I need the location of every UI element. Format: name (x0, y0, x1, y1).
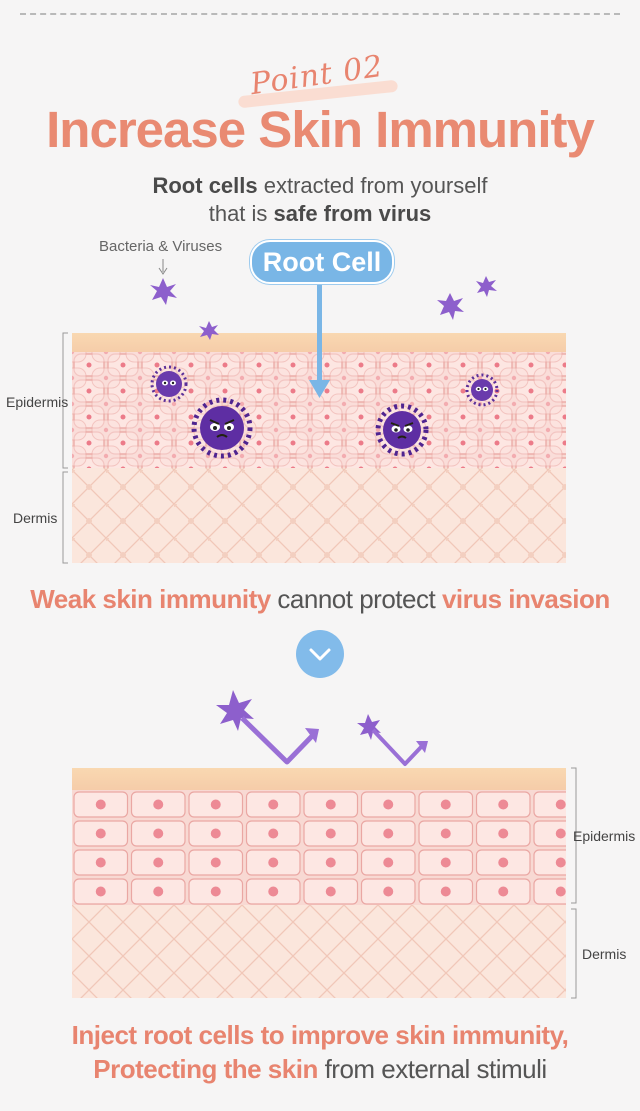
virus-character-icon (150, 365, 499, 459)
epidermis-label-bottom: Epidermis (573, 828, 636, 844)
caption2-line2-bold: Protecting the skin (93, 1054, 318, 1084)
virus-star-icon (150, 276, 497, 340)
dermis-label-top: Dermis (13, 510, 58, 526)
subtitle-bold-2: safe from virus (273, 201, 432, 226)
chevron-down-icon (309, 648, 331, 661)
dermis-label-bottom: Dermis (582, 946, 627, 962)
bacteria-label: Bacteria & Viruses (99, 238, 223, 255)
subtitle: Root cells extracted from yourself that … (0, 172, 640, 228)
epidermis-bracket-right (571, 767, 577, 999)
top-dashed-divider (20, 13, 620, 15)
subtitle-bold-1: Root cells (152, 173, 258, 198)
root-cell-label: Root Cell (250, 240, 394, 284)
caption2-line2-rest: from external stimuli (317, 1054, 548, 1084)
root-cell-arrow (309, 278, 330, 398)
caption1-part3: virus invasion (441, 584, 610, 614)
page-title: Increase Skin Immunity (46, 101, 595, 158)
caption-inject-root-cells: Inject root cells to improve skin immuni… (0, 1018, 640, 1086)
bacteria-pointer-arrow (158, 259, 168, 275)
caption2-line1: Inject root cells to improve skin immuni… (71, 1020, 569, 1050)
epidermis-label-top: Epidermis (6, 394, 69, 410)
subtitle-text-2: that is (208, 201, 274, 226)
subtitle-text-1: extracted from yourself (257, 173, 488, 198)
caption-weak-immunity: Weak skin immunity cannot protect virus … (0, 584, 640, 615)
caption1-part1: Weak skin immunity (30, 584, 271, 614)
epidermis-bracket (62, 332, 68, 564)
skin-cross-section-healthy (72, 768, 566, 998)
caption1-part2: cannot protect (270, 584, 442, 614)
deflected-virus-icon (216, 690, 428, 766)
scroll-down-button[interactable] (296, 630, 344, 678)
